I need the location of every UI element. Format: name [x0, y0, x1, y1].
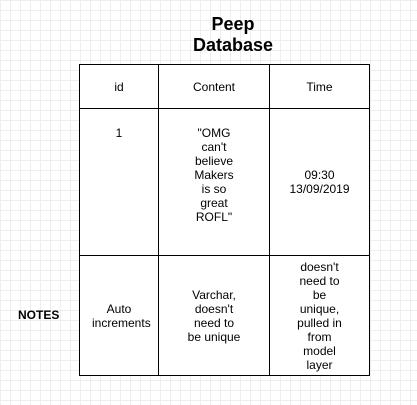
notes-label: NOTES — [18, 308, 60, 322]
cell-id-text: 1 — [115, 126, 123, 140]
cell-id: 1 — [79, 108, 159, 256]
cell-time: 09:30 13/09/2019 — [269, 108, 370, 256]
note-id: Auto increments — [79, 255, 159, 376]
table-row: 1 "OMG can't believe Makers is so great … — [79, 108, 370, 256]
note-content: Varchar, doesn't need to be unique — [158, 255, 270, 376]
notes-row: Auto increments Varchar, doesn't need to… — [79, 255, 370, 376]
cell-content: "OMG can't believe Makers is so great RO… — [158, 108, 270, 256]
note-time: doesn't need to be unique, pulled in fro… — [269, 255, 370, 376]
header-content: Content — [158, 64, 270, 109]
note-content-text: Varchar, doesn't need to be unique — [187, 287, 241, 344]
note-id-text: Auto increments — [92, 301, 151, 330]
cell-time-text: 09:30 13/09/2019 — [289, 168, 350, 196]
header-time: Time — [269, 64, 370, 109]
diagram-title: Peep Database — [192, 14, 274, 55]
cell-content-text: "OMG can't believe Makers is so great RO… — [194, 126, 234, 224]
peep-database-table: id Content Time 1 "OMG can't believe Mak… — [79, 64, 370, 376]
table-header-row: id Content Time — [79, 64, 370, 109]
header-id: id — [79, 64, 159, 109]
note-time-text: doesn't need to be unique, pulled in fro… — [297, 259, 342, 372]
